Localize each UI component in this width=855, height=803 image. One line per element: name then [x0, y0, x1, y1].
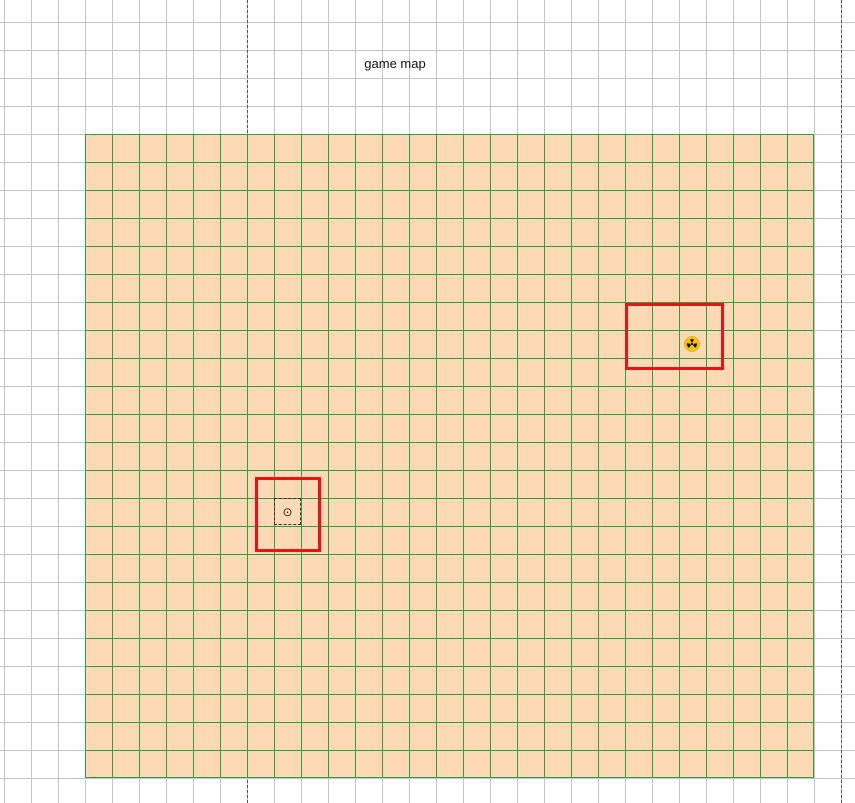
dashed-guide-line-right: [841, 0, 842, 803]
radiation-icon[interactable]: [684, 336, 700, 352]
player-zone-highlight: [255, 477, 321, 552]
game-map-grid[interactable]: ⊙: [85, 134, 814, 778]
hazard-zone-highlight: [625, 303, 724, 370]
target-icon: ⊙: [282, 504, 293, 519]
map-title: game map: [364, 56, 426, 71]
player-marker[interactable]: ⊙: [274, 498, 301, 525]
